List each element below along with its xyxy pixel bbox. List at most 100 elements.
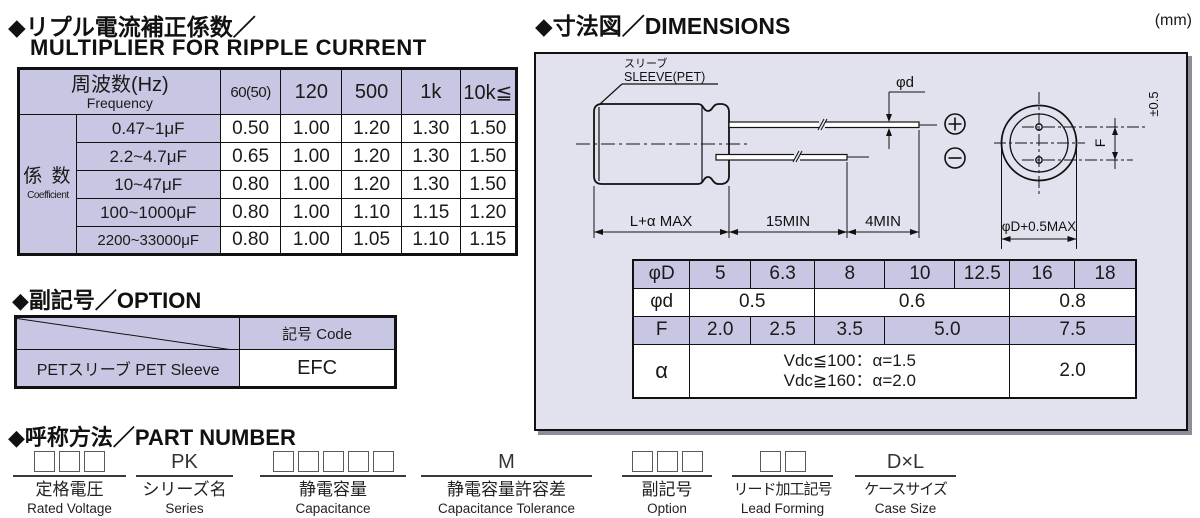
alpha-note-cell: Vdc≦100：α=1.5 Vdc≧160：α=2.0 — [689, 343, 1011, 399]
dim-value: 0.5 — [689, 287, 816, 317]
digit-box-icon — [59, 451, 80, 472]
digit-box-icon — [631, 451, 653, 472]
dim-value: 5 — [689, 259, 752, 289]
frequency-header-jp: 周波数(Hz) — [70, 73, 169, 96]
dim-value: 3.5 — [814, 315, 886, 345]
digit-box-icon — [656, 451, 678, 472]
multiplier-value: 1.50 — [459, 142, 518, 171]
dimensions-panel: スリーブ SLEEVE(PET) — [534, 52, 1188, 431]
multiplier-value: 1.20 — [341, 114, 402, 143]
capacitor-dimension-drawing: スリーブ SLEEVE(PET) — [576, 56, 1161, 249]
pn-underline — [421, 475, 592, 477]
multiplier-value: 0.80 — [219, 170, 282, 199]
dimension-extension-lines — [593, 130, 920, 238]
case-centerlines — [994, 92, 1085, 197]
multiplier-value: 1.50 — [459, 170, 518, 199]
digit-box-icon — [272, 451, 294, 472]
dim-row-label: F — [632, 315, 691, 345]
minus-polarity-icon — [944, 147, 966, 169]
multiplier-value: 1.00 — [280, 198, 343, 227]
digit-box-icon — [84, 451, 105, 472]
unit-label: (mm) — [1154, 12, 1192, 29]
multiplier-value: 1.00 — [280, 142, 343, 171]
cap-range: 100~1000μF — [75, 198, 221, 227]
ripple-multiplier-table: 周波数(Hz) Frequency 60(50) 120 500 1k 10k≦… — [17, 67, 518, 256]
lead-tip-dim-label: 4MIN — [865, 213, 901, 230]
pn-underline — [855, 475, 956, 477]
dim-value: 0.8 — [1009, 287, 1137, 317]
multiplier-value: 1.50 — [459, 114, 518, 143]
ripple-title-jp: ◆リプル電流補正係数／ — [8, 14, 256, 40]
pn-group-rated-voltage: 定格電圧 Rated Voltage — [13, 450, 126, 516]
option-code: EFC — [239, 349, 396, 388]
coefficient-header-en: Coefficient — [27, 189, 69, 201]
lead-spacing-arrows — [1112, 127, 1118, 160]
lead-hole-top — [1035, 123, 1043, 131]
pn-symbol: PK — [171, 450, 198, 473]
multiplier-value: 1.15 — [459, 226, 518, 255]
pn-group-tolerance: M 静電容量許容差 Capacitance Tolerance — [421, 450, 592, 516]
body-length-dim-label: L+α MAX — [630, 213, 692, 230]
pn-label-jp: ケースサイズ — [864, 481, 948, 498]
lead-spacing-tolerance-label: ±0.5 — [1146, 91, 1161, 116]
pn-label-jp: シリーズ名 — [142, 480, 227, 499]
option-diagonal-cell — [14, 316, 241, 350]
pn-label-jp: リード加工記号 — [733, 481, 832, 498]
diameter-max-label: φD+0.5MAX — [1002, 219, 1076, 234]
pn-label-en: Capacitance Tolerance — [437, 501, 576, 516]
multiplier-value: 1.10 — [400, 226, 461, 255]
pn-label-en: Series — [165, 501, 204, 516]
lead-diameter-arrows — [886, 114, 892, 136]
multiplier-value: 1.30 — [400, 142, 461, 171]
multiplier-value: 1.00 — [280, 170, 343, 199]
frequency-header-en: Frequency — [86, 94, 153, 111]
freq-col-header: 10k≦ — [459, 68, 518, 115]
sleeve-label-en: SLEEVE(PET) — [624, 70, 705, 84]
dimension-value-table: φD 5 6.3 8 10 12.5 16 18 φd 0.5 0.6 0.8 … — [632, 259, 1137, 399]
pn-symbol: M — [498, 450, 515, 473]
lead-diameter-label: φd — [896, 74, 914, 91]
pn-group-capacitance: 静電容量 Capacitance — [260, 450, 406, 516]
pn-group-option: 副記号 Option — [622, 450, 712, 516]
diagonal-divider — [16, 318, 239, 349]
dim-value: 7.5 — [1009, 315, 1137, 345]
multiplier-value: 1.05 — [341, 226, 402, 255]
pn-digit-boxes — [13, 450, 126, 473]
pn-label-jp: 静電容量 — [299, 480, 367, 499]
pn-underline — [13, 475, 126, 477]
digit-box-icon — [784, 451, 806, 472]
dim-value: 16 — [1009, 259, 1076, 289]
dim-value: 12.5 — [954, 259, 1011, 289]
diameter-arrows — [1001, 236, 1077, 242]
option-title: ◆副記号／OPTION — [12, 288, 202, 313]
pn-label-en: Rated Voltage — [27, 501, 112, 516]
cap-range: 0.47~1μF — [75, 114, 221, 143]
dim-value: 2.0 — [689, 315, 752, 345]
pn-digit-boxes — [260, 450, 406, 473]
part-number-title: ◆呼称方法／PART NUMBER — [8, 425, 296, 450]
coefficient-header-jp: 係 数 — [23, 165, 73, 187]
digit-box-icon — [34, 451, 55, 472]
pn-label-en: Option — [647, 501, 687, 516]
multiplier-value: 1.30 — [400, 114, 461, 143]
multiplier-value: 1.20 — [341, 142, 402, 171]
dim-row-label: φD — [632, 259, 691, 289]
multiplier-value: 1.20 — [341, 170, 402, 199]
dim-row-label: φd — [632, 287, 691, 317]
dimension-arrows — [594, 229, 919, 235]
dim-value: 2.0 — [1009, 343, 1137, 399]
pn-digit-boxes — [732, 450, 833, 473]
freq-col-header: 60(50) — [219, 68, 282, 115]
dim-value: 8 — [814, 259, 886, 289]
negative-lead — [715, 153, 848, 161]
multiplier-value: 1.10 — [341, 198, 402, 227]
ripple-title-en: MULTIPLIER FOR RIPPLE CURRENT — [30, 35, 427, 60]
cap-range: 2.2~4.7μF — [75, 142, 221, 171]
pn-label-en: Case Size — [874, 501, 937, 516]
multiplier-value: 1.20 — [459, 198, 518, 227]
multiplier-value: 1.00 — [280, 226, 343, 255]
pn-label-jp: 副記号 — [641, 480, 693, 499]
dimensions-title: ◆寸法図／DIMENSIONS — [535, 13, 791, 39]
pn-symbol: D×L — [886, 450, 925, 473]
